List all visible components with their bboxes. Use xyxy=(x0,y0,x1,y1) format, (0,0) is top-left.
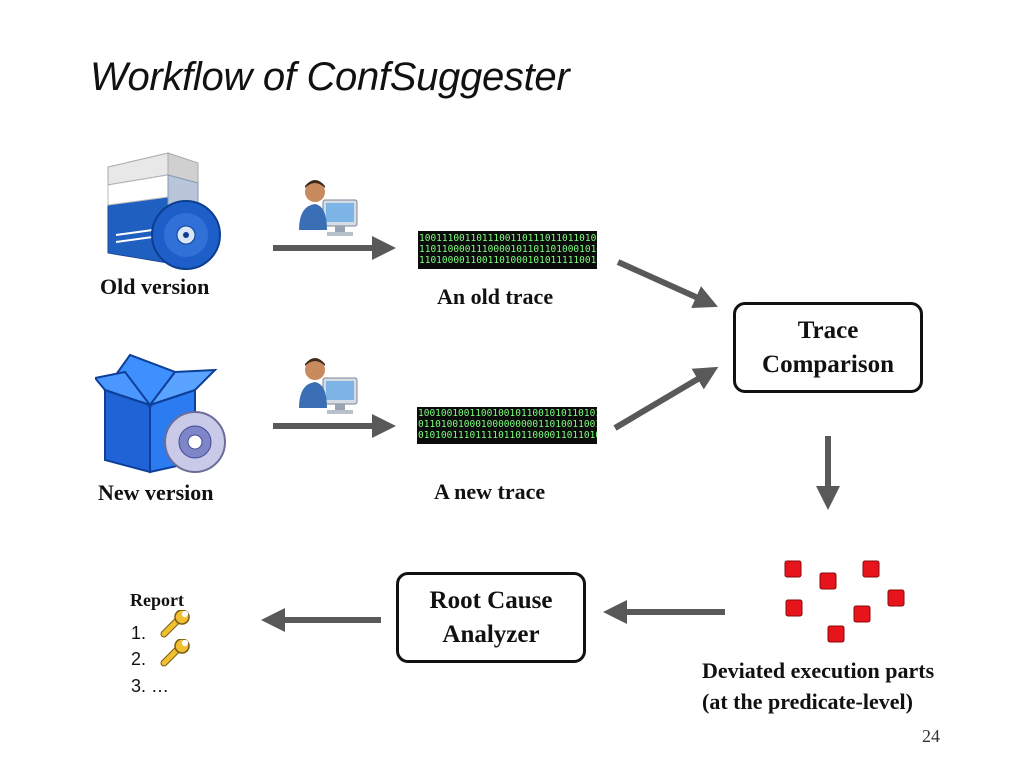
root-cause-analyzer-box: Root Cause Analyzer xyxy=(396,572,586,663)
page-number: 24 xyxy=(922,726,940,746)
root-cause-line2: Analyzer xyxy=(442,620,540,648)
deviated-label-line1: Deviated execution parts xyxy=(702,658,935,683)
new-trace-line: 10010010011001001011001010110101 xyxy=(418,408,597,419)
deviated-square xyxy=(853,605,871,623)
report-heading: Report xyxy=(130,590,184,610)
old-trace-line: 10011100110111001101110110110100 xyxy=(419,233,597,244)
new-trace-line: 01101001000100000000011010011001 xyxy=(418,419,597,430)
new-version-label: New version xyxy=(98,480,214,505)
deviated-parts-cluster xyxy=(784,560,905,643)
old-trace-line: 11011000011100001011011010001010 xyxy=(419,244,597,255)
arrow-newtrace-to-comparison xyxy=(613,366,719,431)
root-cause-line1: Root Cause xyxy=(429,586,553,614)
new-trace-image: 10010010011001001011001010110101 0110100… xyxy=(417,407,597,444)
report-item-3: 3. … xyxy=(131,676,170,696)
deviated-square xyxy=(887,589,905,607)
old-trace-label: An old trace xyxy=(437,284,554,309)
old-trace-line: 11010000110011010001010111110010 xyxy=(419,255,597,266)
new-trace-label: A new trace xyxy=(434,479,546,504)
deviated-square xyxy=(819,572,837,590)
user-at-computer-icon xyxy=(299,358,358,414)
deviated-label-line2: (at the predicate-level) xyxy=(702,689,913,714)
old-version-label: Old version xyxy=(100,274,210,299)
deviated-square xyxy=(862,560,880,578)
deviated-square xyxy=(784,560,802,578)
slide-title: Workflow of ConfSuggester xyxy=(90,55,570,99)
new-version-box-icon xyxy=(95,353,226,474)
wrench-icon xyxy=(160,610,190,638)
new-trace-line: 01010011101111011011000011011010 xyxy=(418,430,597,441)
user-at-computer-icon xyxy=(299,180,358,236)
old-trace-image: 10011100110111001101110110110100 1101100… xyxy=(418,231,597,269)
report-item-2: 2. xyxy=(131,649,147,669)
deviated-square xyxy=(827,625,845,643)
trace-comparison-line1: Trace xyxy=(797,316,859,344)
report-item-1: 1. xyxy=(131,623,147,643)
arrow-oldtrace-to-comparison xyxy=(616,259,718,309)
trace-comparison-box: Trace Comparison xyxy=(733,302,923,393)
wrench-icon xyxy=(160,639,190,667)
old-version-box-icon xyxy=(107,152,221,270)
deviated-square xyxy=(785,599,803,617)
trace-comparison-line2: Comparison xyxy=(762,350,894,378)
